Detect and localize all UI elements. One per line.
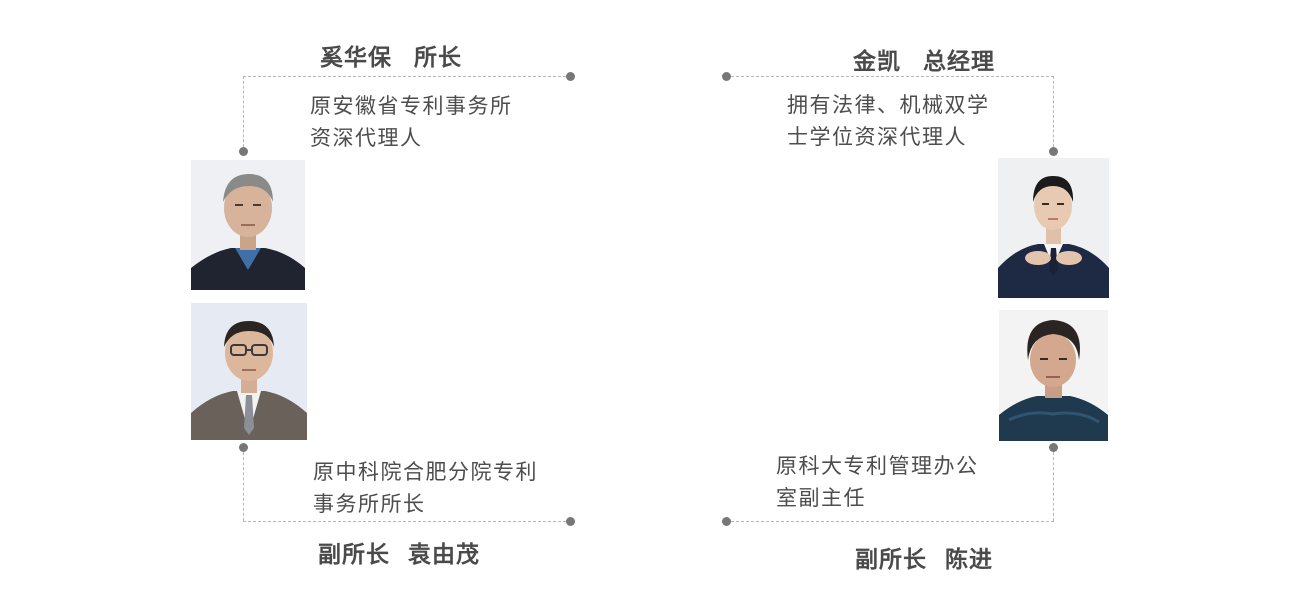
person-3-desc-line: 原中科院合肥分院专利 bbox=[313, 460, 538, 484]
person-4-heading: 副所长陈进 bbox=[855, 540, 993, 574]
person-2-heading: 金凯总经理 bbox=[853, 42, 995, 76]
connector-dot bbox=[239, 443, 248, 452]
person-4-description: 原科大专利管理办公 室副主任 bbox=[776, 450, 979, 514]
person-1-heading: 奚华保所长 bbox=[320, 38, 462, 72]
person-4-name: 陈进 bbox=[945, 547, 993, 573]
connector-dot bbox=[722, 72, 731, 81]
person-3-desc-line: 事务所所长 bbox=[313, 492, 426, 516]
person-3-heading: 副所长袁由茂 bbox=[318, 535, 480, 569]
person-1-desc-line: 原安徽省专利事务所 bbox=[310, 94, 513, 118]
person-1-photo bbox=[191, 160, 305, 290]
connector-dot bbox=[1049, 443, 1058, 452]
person-2-title: 总经理 bbox=[923, 49, 995, 75]
person-4-desc-line: 原科大专利管理办公 bbox=[776, 454, 979, 478]
person-1-description: 原安徽省专利事务所 资深代理人 bbox=[310, 90, 513, 154]
person-3-photo bbox=[191, 303, 307, 440]
person-3-title: 副所长 bbox=[318, 542, 390, 568]
person-4-title: 副所长 bbox=[855, 547, 927, 573]
person-4-desc-line: 室副主任 bbox=[776, 486, 866, 510]
person-2-desc-line: 士学位资深代理人 bbox=[787, 125, 967, 149]
dashed-connector bbox=[726, 521, 1054, 522]
dashed-connector bbox=[243, 447, 244, 521]
connector-dot bbox=[239, 147, 248, 156]
connector-dot bbox=[566, 72, 575, 81]
connector-dot bbox=[1049, 147, 1058, 156]
person-4-photo bbox=[999, 310, 1108, 441]
connector-dot bbox=[566, 517, 575, 526]
connector-dot bbox=[722, 517, 731, 526]
person-2-photo bbox=[998, 158, 1109, 298]
person-2-name: 金凯 bbox=[853, 49, 901, 75]
dashed-connector bbox=[1053, 447, 1054, 521]
person-2-description: 拥有法律、机械双学 士学位资深代理人 bbox=[787, 89, 990, 153]
person-1-title: 所长 bbox=[414, 45, 462, 71]
person-1-name: 奚华保 bbox=[320, 45, 392, 71]
dashed-connector bbox=[243, 521, 571, 522]
person-3-name: 袁由茂 bbox=[408, 542, 480, 568]
dashed-connector bbox=[1053, 76, 1054, 152]
dashed-connector bbox=[243, 76, 571, 77]
person-3-description: 原中科院合肥分院专利 事务所所长 bbox=[313, 456, 538, 520]
dashed-connector bbox=[243, 76, 244, 152]
person-2-desc-line: 拥有法律、机械双学 bbox=[787, 93, 990, 117]
dashed-connector bbox=[726, 76, 1054, 77]
person-1-desc-line: 资深代理人 bbox=[310, 126, 423, 150]
